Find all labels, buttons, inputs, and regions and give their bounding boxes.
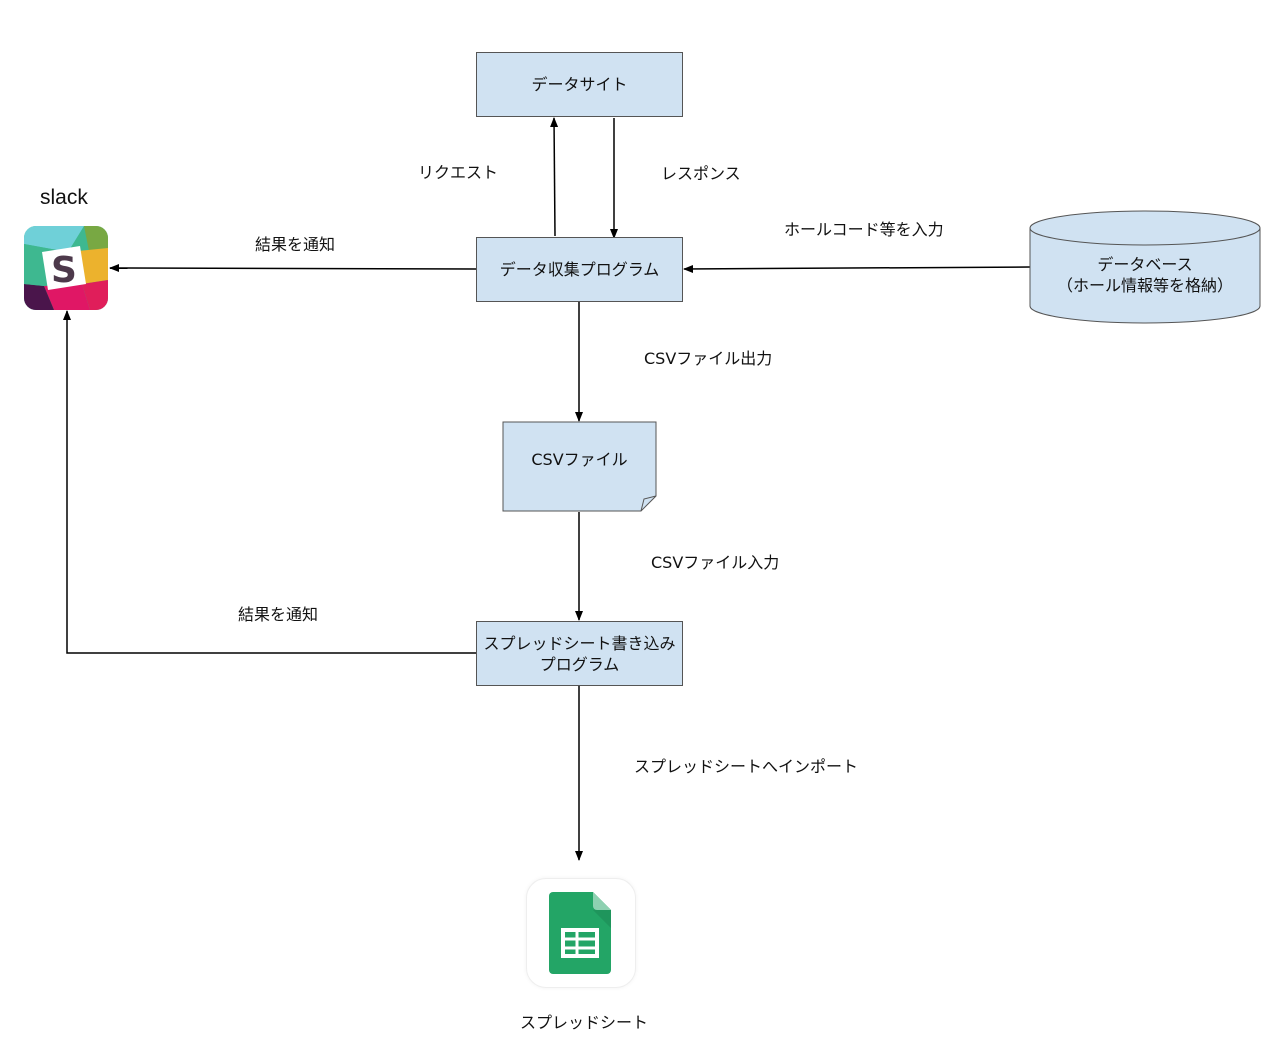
database-cylinder <box>1029 210 1261 324</box>
spreadsheet-label: スプレッドシート <box>520 1013 649 1032</box>
db-input-arrow <box>683 264 1031 273</box>
csv-file-shape <box>502 421 657 512</box>
notify-top-label: 結果を通知 <box>255 235 336 254</box>
notify-bottom-arrow <box>63 310 476 654</box>
csv-output-label: CSVファイル出力 <box>644 349 773 368</box>
import-label: スプレッドシートへインポート <box>634 757 859 776</box>
database-label-line1: データベース <box>1097 255 1193 274</box>
response-label: レスポンス <box>661 164 741 183</box>
sheet-writer-label-line2: プログラム <box>539 654 620 674</box>
sheet-writer-label-line1: スプレッドシート書き込み <box>483 633 676 653</box>
data-site-node: データサイト <box>476 52 683 117</box>
csv-input-label: CSVファイル入力 <box>651 553 780 572</box>
svg-text:S: S <box>51 250 77 291</box>
notify-bottom-label: 結果を通知 <box>238 605 319 624</box>
slack-logo-icon: S <box>24 226 108 310</box>
collector-node: データ収集プログラム <box>476 237 683 302</box>
notify-top-arrow <box>109 264 477 273</box>
request-arrow <box>550 117 559 237</box>
database-label: データベース （ホール情報等を格納） <box>1030 254 1260 296</box>
google-sheets-icon <box>549 892 611 974</box>
request-label: リクエスト <box>418 163 499 182</box>
csv-file-node: CSVファイル <box>503 422 656 497</box>
collector-label: データ収集プログラム <box>499 260 660 279</box>
hall-code-input-label: ホールコード等を入力 <box>784 220 944 239</box>
csv-file-label: CSVファイル <box>531 450 628 469</box>
sheet-writer-node: スプレッドシート書き込み プログラム <box>476 621 683 686</box>
data-site-label: データサイト <box>531 75 628 94</box>
slack-title: slack <box>40 186 88 209</box>
database-label-line2: （ホール情報等を格納） <box>1056 276 1233 295</box>
